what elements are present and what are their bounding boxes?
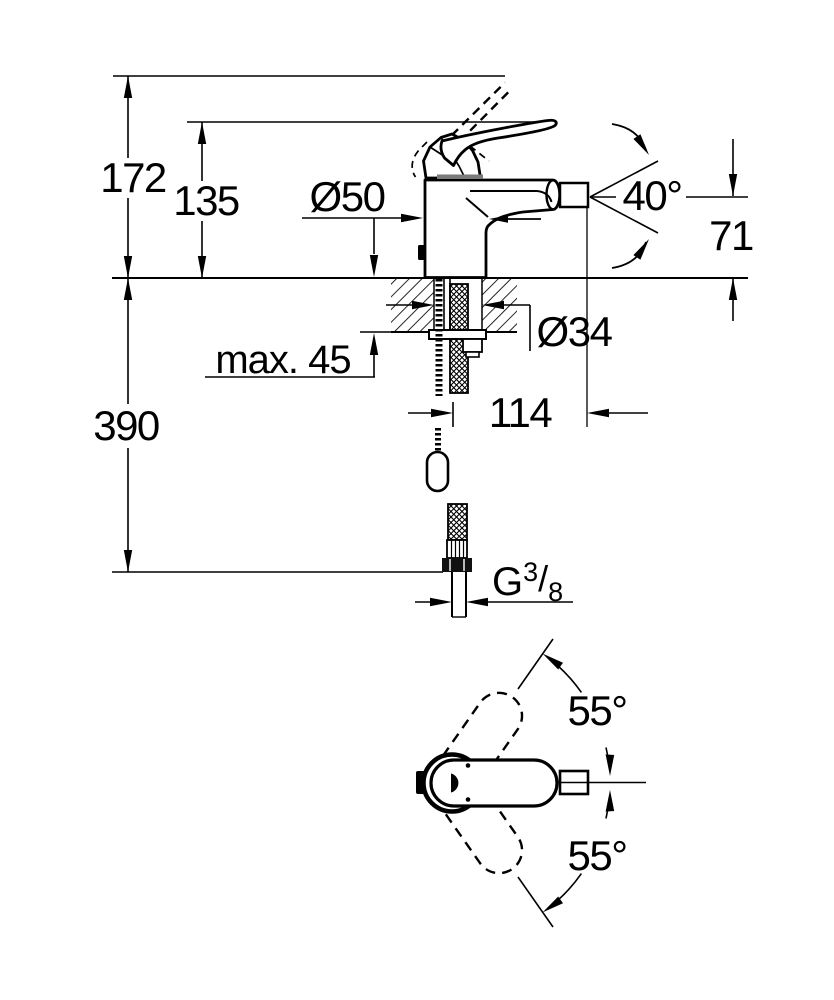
faucet-top-view [416, 638, 646, 928]
handle-swivel-dimension [517, 638, 615, 928]
aerator-tip [558, 181, 590, 209]
label-spout-angle: 40° [622, 172, 683, 219]
dim-thread-g38 [415, 597, 573, 607]
thread-letter: G [492, 560, 524, 604]
label-spout-reach: 114 [488, 389, 553, 436]
label-max-mounting-thickness: max. 45 [215, 338, 351, 382]
label-spout-height: 71 [709, 212, 754, 259]
supply-hose [442, 503, 472, 618]
label-total-height: 172 [100, 154, 167, 201]
handle-top-view [429, 758, 559, 808]
dim-handle-height-135 [197, 122, 207, 278]
dim-spout-reach-114 [408, 208, 648, 427]
handle-lever-blade [439, 118, 558, 167]
dim-total-height-172 [123, 76, 133, 278]
thread-slash: / [538, 558, 549, 599]
pop-up-knob-top-view [416, 771, 425, 794]
dim-hose-length-390 [112, 278, 443, 573]
dim-spout-angle-40 [589, 123, 748, 269]
dim-max-mounting-45 [205, 331, 391, 378]
label-hole-diameter: Ø34 [536, 308, 613, 355]
pull-rod-knob [425, 450, 450, 493]
countertop-section [391, 279, 517, 333]
label-thread-size: G3/8 [492, 559, 563, 606]
faucet-body [423, 178, 561, 279]
side-pop-up-knob [418, 245, 426, 260]
thread-numerator: 3 [523, 557, 539, 587]
thread-denominator: 8 [548, 577, 564, 607]
label-handle-height: 135 [173, 177, 240, 224]
dim-spout-height-71 [728, 139, 738, 321]
pop-up-rod [425, 279, 450, 493]
faucet-side-view [418, 178, 590, 279]
label-swivel-upper: 55° [567, 687, 628, 734]
dim-base-diameter-50 [302, 213, 423, 277]
faucet-handle [411, 81, 558, 180]
label-swivel-lower: 55° [567, 832, 628, 879]
mounting-shank [428, 279, 487, 394]
label-base-diameter: Ø50 [309, 173, 386, 220]
hose-hex-nut [442, 558, 472, 572]
label-hose-length: 390 [93, 402, 160, 449]
